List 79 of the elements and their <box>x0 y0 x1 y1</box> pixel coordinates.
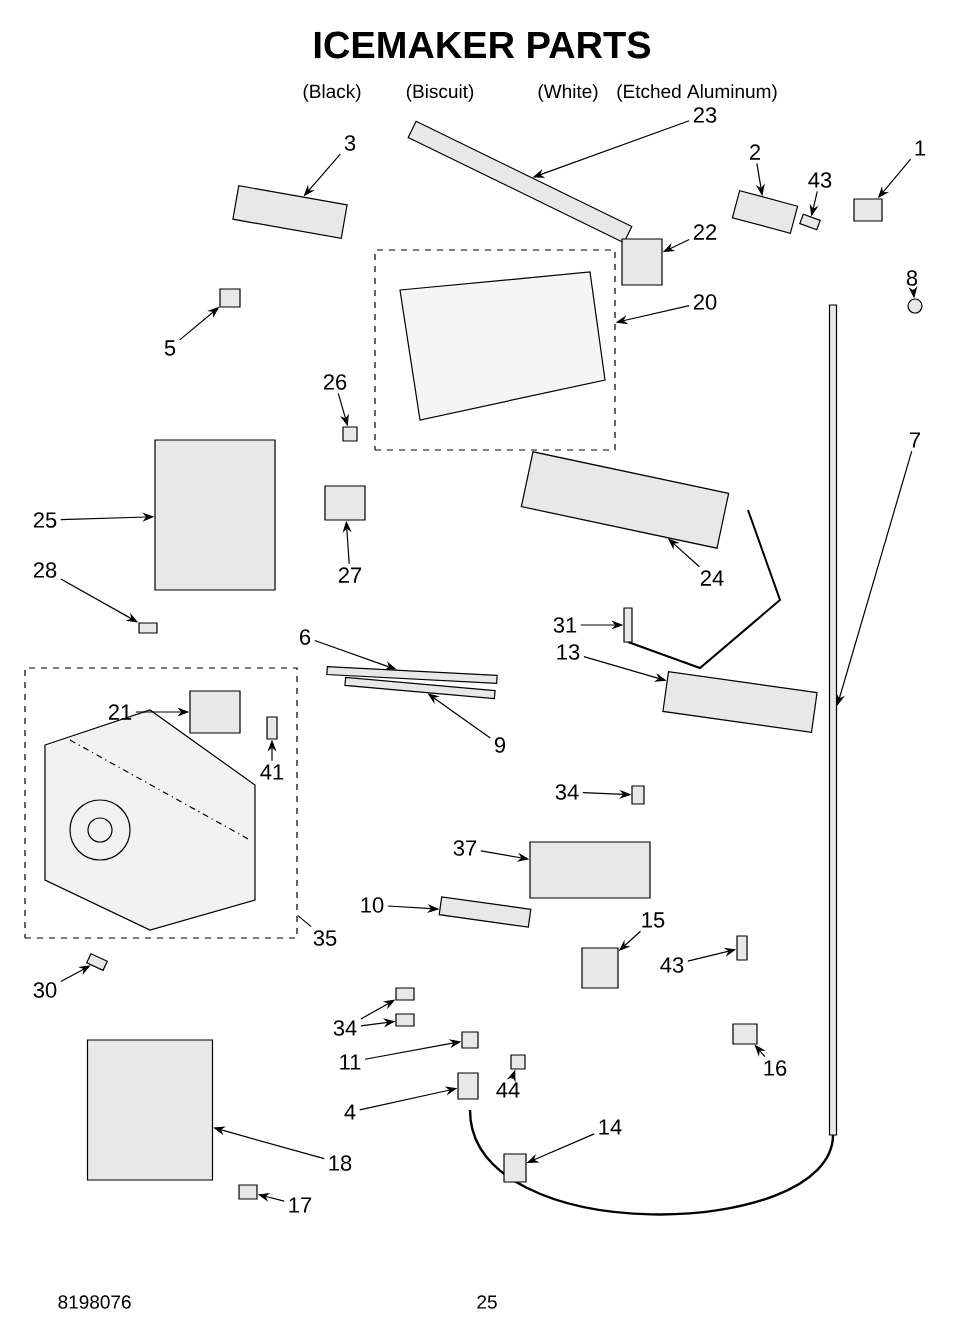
part-block <box>232 185 348 239</box>
callout-number: 17 <box>289 1197 312 1213</box>
callout-number: 44 <box>496 1082 520 1098</box>
part-block <box>324 485 366 521</box>
callout-number: 30 <box>33 982 57 998</box>
part-block <box>326 665 498 685</box>
callout-number: 8 <box>906 270 918 286</box>
part-block <box>581 947 619 989</box>
callout-number: 7 <box>910 432 920 448</box>
callout-number: 9 <box>494 737 506 753</box>
part-block <box>529 841 651 899</box>
callout-number: 15 <box>642 912 665 928</box>
part-block <box>219 288 241 308</box>
callout-number: 3 <box>344 135 356 151</box>
part-block <box>662 671 818 733</box>
washer-drawing <box>907 298 923 314</box>
part-block <box>189 690 241 734</box>
part-block <box>395 987 415 1001</box>
callout-number: 26 <box>323 374 347 390</box>
part-block <box>828 304 838 1136</box>
callout-number: 11 <box>340 1054 361 1070</box>
callout-number: 27 <box>338 567 362 583</box>
callout-number: 20 <box>693 294 717 310</box>
part-block <box>736 935 748 961</box>
callout-number: 35 <box>313 930 337 946</box>
callout-number: 21 <box>108 704 132 720</box>
callout-number: 43 <box>808 172 832 188</box>
part-block <box>238 1184 258 1200</box>
callout-number: 4 <box>344 1104 356 1120</box>
part-block <box>732 1023 758 1045</box>
callout-number: 14 <box>599 1119 622 1135</box>
label: (Black) <box>303 84 361 102</box>
callout-number: 16 <box>764 1060 787 1076</box>
callout-number: 18 <box>329 1155 352 1171</box>
callout-number: 10 <box>361 897 384 913</box>
callout-number: 22 <box>693 224 717 240</box>
callout-number: 34 <box>555 784 579 800</box>
callout-number: 31 <box>553 617 577 633</box>
part-block <box>344 676 496 700</box>
label: 8198076 <box>58 1295 131 1309</box>
part-block <box>154 439 276 591</box>
label: (White) <box>538 84 598 102</box>
part-block <box>395 1013 415 1027</box>
callout-number: 25 <box>33 512 57 528</box>
callout-number: 24 <box>700 570 724 586</box>
part-block <box>623 607 633 643</box>
dashed-outline <box>374 249 616 451</box>
part-block <box>621 238 663 286</box>
callout-number: 1 <box>915 140 926 156</box>
callout-number: 6 <box>300 629 311 645</box>
label: 25 <box>477 1295 497 1309</box>
part-block <box>407 120 633 244</box>
part-block <box>799 213 821 231</box>
part-block <box>266 716 278 740</box>
callout-number: 43 <box>660 957 684 973</box>
leader-line <box>297 914 312 928</box>
part-block <box>631 785 645 805</box>
callout-number: 23 <box>693 107 717 123</box>
part-block <box>510 1054 526 1070</box>
part-block <box>438 896 532 928</box>
part-block <box>457 1072 479 1100</box>
title: ICEMAKER PARTS <box>314 31 651 59</box>
callout-number: 13 <box>557 644 580 660</box>
label: (Etched Aluminum) <box>617 84 777 102</box>
callout-number: 5 <box>164 340 176 356</box>
part-block <box>342 426 358 442</box>
part-block <box>461 1031 479 1049</box>
callout-number: 41 <box>260 764 284 780</box>
part-block <box>853 198 883 222</box>
callout-number: 2 <box>750 144 760 160</box>
dashed-outline <box>24 667 298 939</box>
part-block <box>520 451 730 549</box>
part-block <box>86 1039 214 1181</box>
part-block <box>138 622 158 634</box>
callout-number: 34 <box>333 1020 357 1036</box>
part-block <box>503 1153 527 1183</box>
callout-number: 28 <box>33 562 57 578</box>
callout-number: 37 <box>453 840 477 856</box>
label: (Biscuit) <box>406 84 474 102</box>
